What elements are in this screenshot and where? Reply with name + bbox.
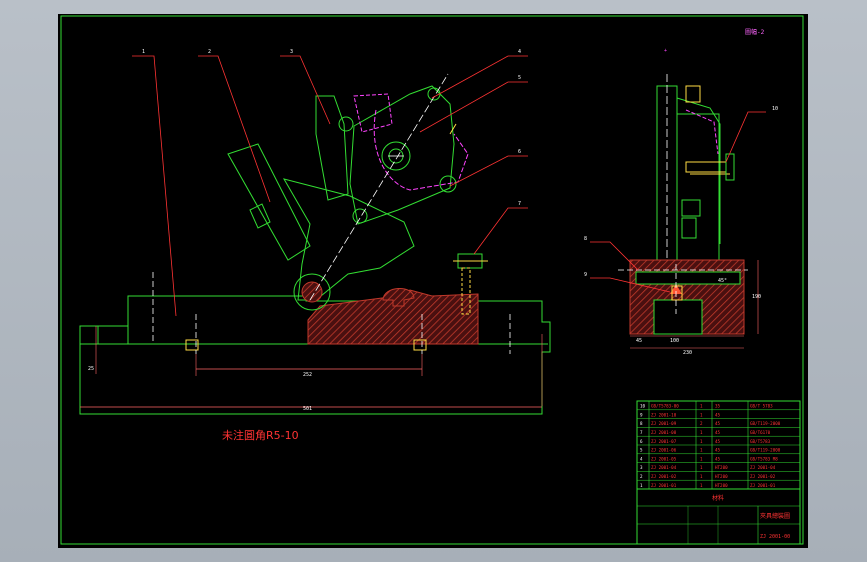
balloon-7: 7 [518, 201, 521, 207]
svg-text:+: + [664, 48, 667, 54]
drawing-frame [60, 15, 804, 545]
parts-cell-std: GB/T6170 [750, 430, 771, 435]
parts-cell-code: ZJ 2001-09 [651, 421, 677, 426]
parts-cell-qty: 2 [700, 421, 703, 426]
dim-base-width: 230 [683, 350, 692, 356]
parts-cell-mat: 35 [715, 404, 721, 409]
note-fillet: 未注圓角R5-10 [222, 428, 299, 442]
parts-cell-qty: 1 [700, 439, 703, 444]
hidden-outline [373, 109, 469, 191]
drawing-title: 夾具總裝圖 [760, 512, 790, 520]
parts-cell-code: ZJ 2001-02 [651, 474, 677, 479]
parts-cell-no: 9 [640, 412, 643, 417]
balloon-9: 9 [584, 272, 587, 278]
parts-cell-no: 8 [640, 421, 643, 426]
parts-cell-code: GB/T5783-00 [651, 404, 679, 409]
parts-cell-code: ZJ 2001-01 [651, 483, 677, 488]
parts-cell-mat: HT200 [715, 474, 728, 479]
parts-cell-mat: 45 [715, 456, 721, 461]
parts-cell-mat: HT200 [715, 483, 728, 488]
parts-cell-qty: 1 [700, 404, 703, 409]
drawing-number: ZJ 2001-00 [760, 534, 790, 540]
column [315, 95, 349, 201]
balloon-4: 4 [518, 49, 521, 55]
parts-cell-no: 2 [640, 474, 643, 479]
parts-cell-no: 1 [640, 483, 643, 488]
parts-cell-std: GB/T 5783 [750, 404, 773, 409]
dim-base-half: 100 [670, 338, 679, 344]
balloon-2: 2 [208, 49, 211, 55]
parts-cell-mat: 45 [715, 439, 721, 444]
base-section-hatch [307, 289, 479, 345]
parts-cell-std: ZJ 2001-02 [750, 474, 776, 479]
parts-cell-std: GB/T5783 [750, 439, 771, 444]
dim-pitch-text: 252 [303, 372, 312, 378]
parts-cell-std: ZJ 2001-01 [750, 483, 776, 488]
parts-cell-no: 10 [640, 404, 646, 409]
balloon-3: 3 [290, 49, 293, 55]
dim-height: 190 [752, 294, 761, 300]
parts-cell-no: 7 [640, 430, 643, 435]
support-plate [227, 143, 311, 261]
parts-cell-mat: HT200 [715, 465, 728, 470]
drawing-canvas[interactable]: 圖幅-2 [58, 14, 808, 548]
parts-cell-std: GB/T5783 M8 [750, 456, 778, 461]
clamp-arm [349, 85, 455, 225]
key-section [382, 288, 415, 307]
parts-cell-no: 3 [640, 465, 643, 470]
balloon-8: 8 [584, 236, 587, 242]
parts-cell-std: GB/T119-2000 [750, 448, 781, 453]
title-block: 材料 夾具總裝圖 ZJ 2001-00 [636, 488, 801, 545]
dim-angle: 45° [718, 278, 727, 284]
parts-cell-code: ZJ 2001-10 [651, 412, 677, 417]
base-outline [79, 295, 551, 415]
parts-cell-std: ZJ 2001-04 [750, 465, 776, 470]
front-view: 252 501 25 1 2 3 4 5 6 7 未注圓角R5-10 [79, 49, 551, 442]
parts-cell-qty: 1 [700, 465, 703, 470]
parts-cell-std: GB/T119-2000 [750, 421, 781, 426]
parts-cell-qty: 1 [700, 448, 703, 453]
parts-cell-qty: 1 [700, 430, 703, 435]
sheet-label: 圖幅-2 [745, 28, 765, 36]
parts-cell-mat: 45 [715, 421, 721, 426]
dim-overall-text: 501 [303, 406, 312, 412]
balloon-5: 5 [518, 75, 521, 81]
parts-cell-code: ZJ 2001-05 [651, 456, 677, 461]
material-label: 材料 [712, 494, 724, 502]
parts-cell-no: 6 [640, 439, 643, 444]
parts-cell-no: 5 [640, 448, 643, 453]
parts-cell-qty: 1 [700, 412, 703, 417]
parts-cell-mat: 45 [715, 430, 721, 435]
parts-cell-no: 4 [640, 456, 643, 461]
cad-drawing: 圖幅-2 [60, 15, 804, 545]
parts-cell-code: ZJ 2001-08 [651, 430, 677, 435]
parts-cell-code: ZJ 2001-07 [651, 439, 677, 444]
parts-cell-qty: 1 [700, 483, 703, 488]
parts-cell-mat: 45 [715, 448, 721, 453]
parts-cell-qty: 1 [700, 474, 703, 479]
pivot-main [381, 141, 411, 171]
parts-cell-qty: 1 [700, 456, 703, 461]
balloon-1: 1 [142, 49, 145, 55]
dim-left-text: 25 [88, 366, 94, 372]
parts-cell-mat: 45 [715, 412, 721, 417]
parts-cell-code: ZJ 2001-04 [651, 465, 677, 470]
balloon-6: 6 [518, 149, 521, 155]
parts-cell-code: ZJ 2001-06 [651, 448, 677, 453]
side-view: 230 100 45 190 45° 10 8 9 + [584, 48, 778, 356]
lever-body [282, 178, 415, 301]
balloon-10: 10 [772, 106, 778, 112]
dim-base-edge: 45 [636, 338, 642, 344]
eccentric-cam [293, 273, 331, 311]
